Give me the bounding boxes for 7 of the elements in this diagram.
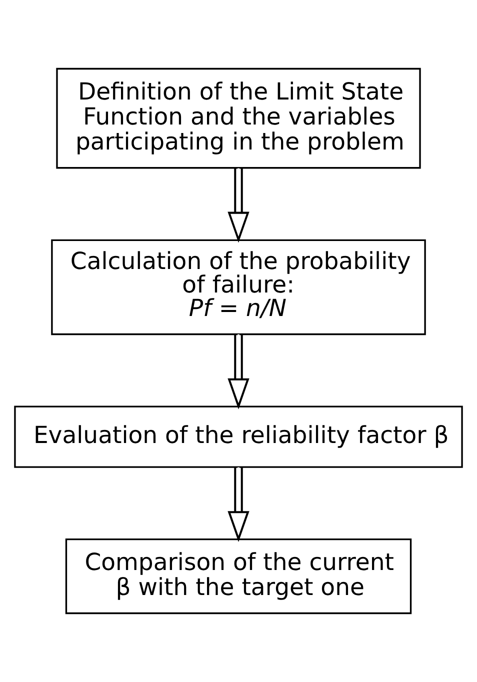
- arrow: [228, 168, 250, 243]
- node-box: Calculation of the probability of failure: Pf = n/N: [51, 239, 426, 336]
- arrow: [228, 467, 250, 542]
- arrow: [228, 334, 250, 410]
- node-box: Comparison of the current β with the target one: [65, 538, 412, 614]
- node-box: Evaluation of the reliability factor β: [14, 406, 463, 468]
- node-box: Definition of the Limit State Function and the variables participating in the problem: [56, 68, 421, 169]
